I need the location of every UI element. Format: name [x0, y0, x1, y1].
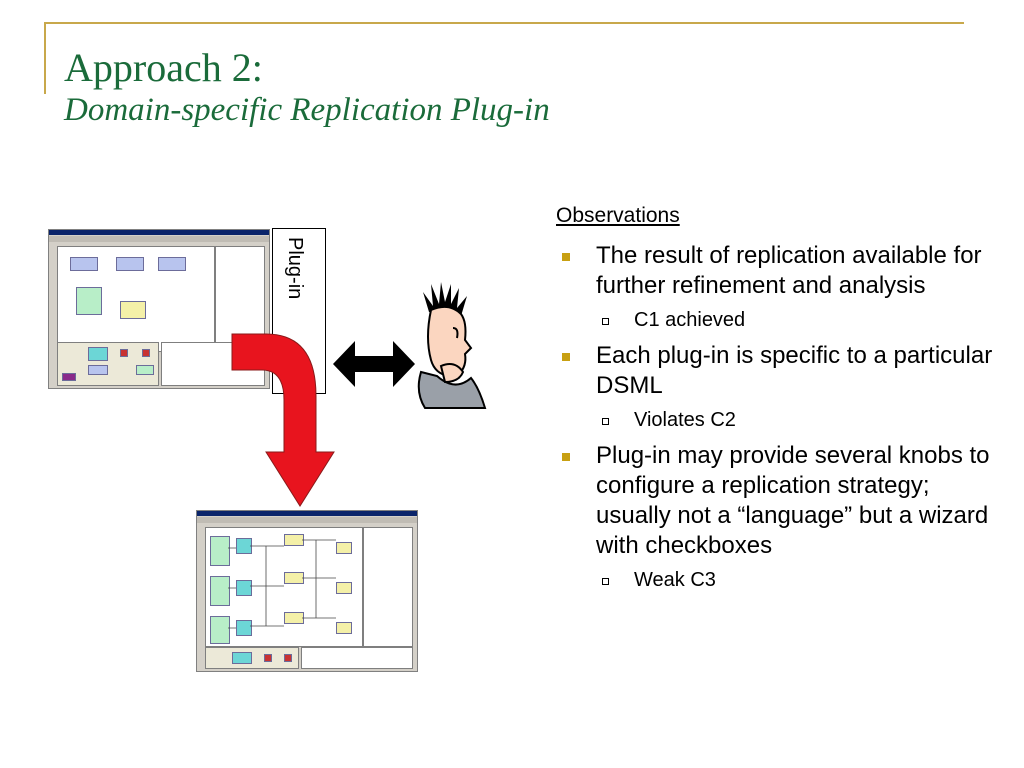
slide-frame-left — [44, 22, 46, 94]
replication-curved-arrow — [231, 333, 335, 507]
model-block — [336, 582, 352, 594]
window-toolbar — [197, 517, 417, 523]
model-block — [210, 576, 230, 606]
model-block — [336, 542, 352, 554]
title-line-2: Domain-specific Replication Plug-in — [64, 92, 550, 128]
model-browser-panel — [363, 527, 413, 647]
window-titlebar — [49, 230, 269, 235]
model-block — [116, 257, 144, 271]
parts-panel — [205, 647, 299, 669]
observation-subitem: C1 achieved — [556, 307, 996, 333]
thinking-person-icon — [417, 282, 487, 409]
observation-item: The result of replication available for … — [556, 241, 996, 301]
attributes-panel — [301, 647, 413, 669]
parts-panel — [57, 342, 159, 386]
part-block — [88, 365, 108, 375]
part-block — [62, 373, 76, 381]
eye — [452, 327, 459, 339]
part-block — [284, 654, 292, 662]
part-block — [136, 365, 154, 375]
observation-item: Plug-in may provide several knobs to con… — [556, 441, 996, 561]
model-block — [236, 620, 252, 636]
window-titlebar — [197, 511, 417, 516]
model-block — [120, 301, 146, 319]
model-canvas — [57, 246, 215, 352]
model-block — [236, 580, 252, 596]
part-block — [120, 349, 128, 357]
model-block — [210, 616, 230, 644]
replicated-model-screenshot — [196, 510, 418, 672]
hand — [439, 363, 465, 384]
observation-subitem: Violates C2 — [556, 407, 996, 433]
hair — [423, 282, 467, 316]
model-block — [336, 622, 352, 634]
observation-list: The result of replication available for … — [556, 241, 996, 593]
observations-heading: Observations — [556, 204, 680, 227]
connection-lines — [228, 539, 336, 629]
slide-title: Approach 2: Domain-specific Replication … — [64, 46, 550, 130]
double-arrow — [333, 341, 415, 387]
model-block — [76, 287, 102, 315]
window-toolbar — [49, 236, 269, 242]
part-block — [264, 654, 272, 662]
body — [417, 370, 487, 409]
model-block — [158, 257, 186, 271]
original-model-screenshot — [48, 229, 270, 389]
head — [427, 305, 473, 378]
observation-subitem: Weak C3 — [556, 567, 996, 593]
model-block — [210, 536, 230, 566]
part-block — [142, 349, 150, 357]
model-canvas — [205, 527, 363, 647]
part-block — [232, 652, 252, 664]
part-block — [88, 347, 108, 361]
slide-frame-top — [44, 22, 964, 24]
observation-item: Each plug-in is specific to a particular… — [556, 341, 996, 401]
model-block — [70, 257, 98, 271]
title-line-1: Approach 2: — [64, 45, 263, 90]
